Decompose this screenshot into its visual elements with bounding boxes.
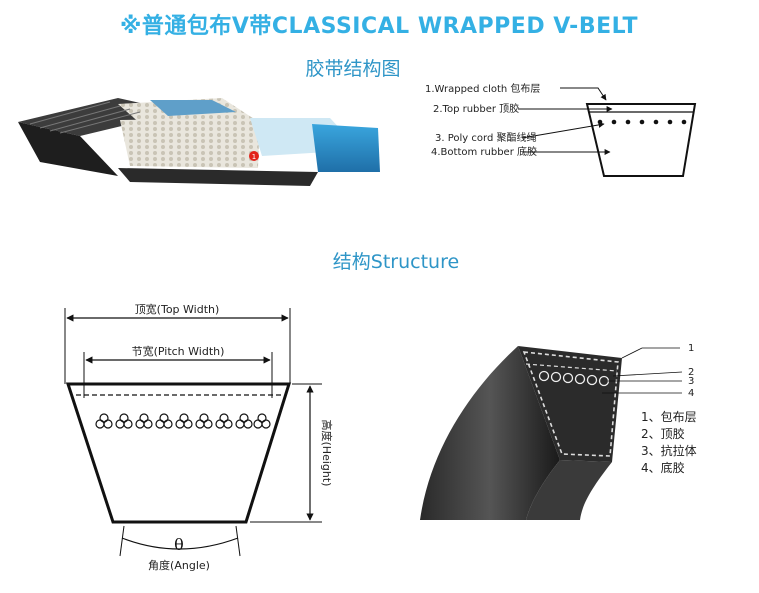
section-number-4: 4: [688, 388, 694, 399]
pitch-width-label: 节宽(Pitch Width): [132, 344, 225, 358]
legend-item-4: 4、底胶: [641, 460, 685, 475]
section-number-3: 3: [688, 376, 694, 387]
legend-item-3: 3、抗拉体: [641, 443, 697, 458]
section-number-1: 1: [688, 343, 694, 354]
belt-cross-section-3d: 1 2 3 4 1、包布层 2、顶胶 3、抗拉体 4、底胶: [420, 343, 697, 520]
angle-label: 角度(Angle): [148, 558, 210, 572]
height-label: 高度(Height): [320, 420, 334, 487]
legend-item-2: 2、顶胶: [641, 426, 685, 441]
photo-marker-number: 1: [252, 153, 256, 161]
section-title-belt-structure: 胶带结构图: [305, 58, 400, 80]
belt-cutaway-illustration: 1: [18, 98, 380, 186]
layer-marker-icon: [249, 151, 259, 161]
callout-poly-cord: 3. Poly cord 聚酯线绳: [435, 131, 536, 144]
callout-bottom-rubber: 4.Bottom rubber 底胶: [431, 145, 537, 158]
section-number-2: 2: [688, 367, 694, 378]
layer-callout-diagram: 1.Wrapped cloth 包布层 2.Top rubber 顶胶 3. P…: [425, 82, 697, 177]
top-width-label: 顶宽(Top Width): [135, 302, 220, 316]
legend-item-1: 1、包布层: [641, 410, 697, 424]
cord-clusters: [95, 413, 271, 429]
angle-symbol: θ: [174, 535, 184, 554]
dimension-diagram: 顶宽(Top Width) 节宽(Pitch Width) 高度(Height)…: [64, 302, 334, 572]
section-title-structure: 结构Structure: [333, 251, 459, 273]
page-title: ※普通包布V带CLASSICAL WRAPPED V-BELT: [120, 13, 638, 39]
callout-top-rubber: 2.Top rubber 顶胶: [433, 102, 519, 115]
cord-dots: [597, 119, 687, 125]
callout-wrapped-cloth: 1.Wrapped cloth 包布层: [425, 82, 540, 95]
